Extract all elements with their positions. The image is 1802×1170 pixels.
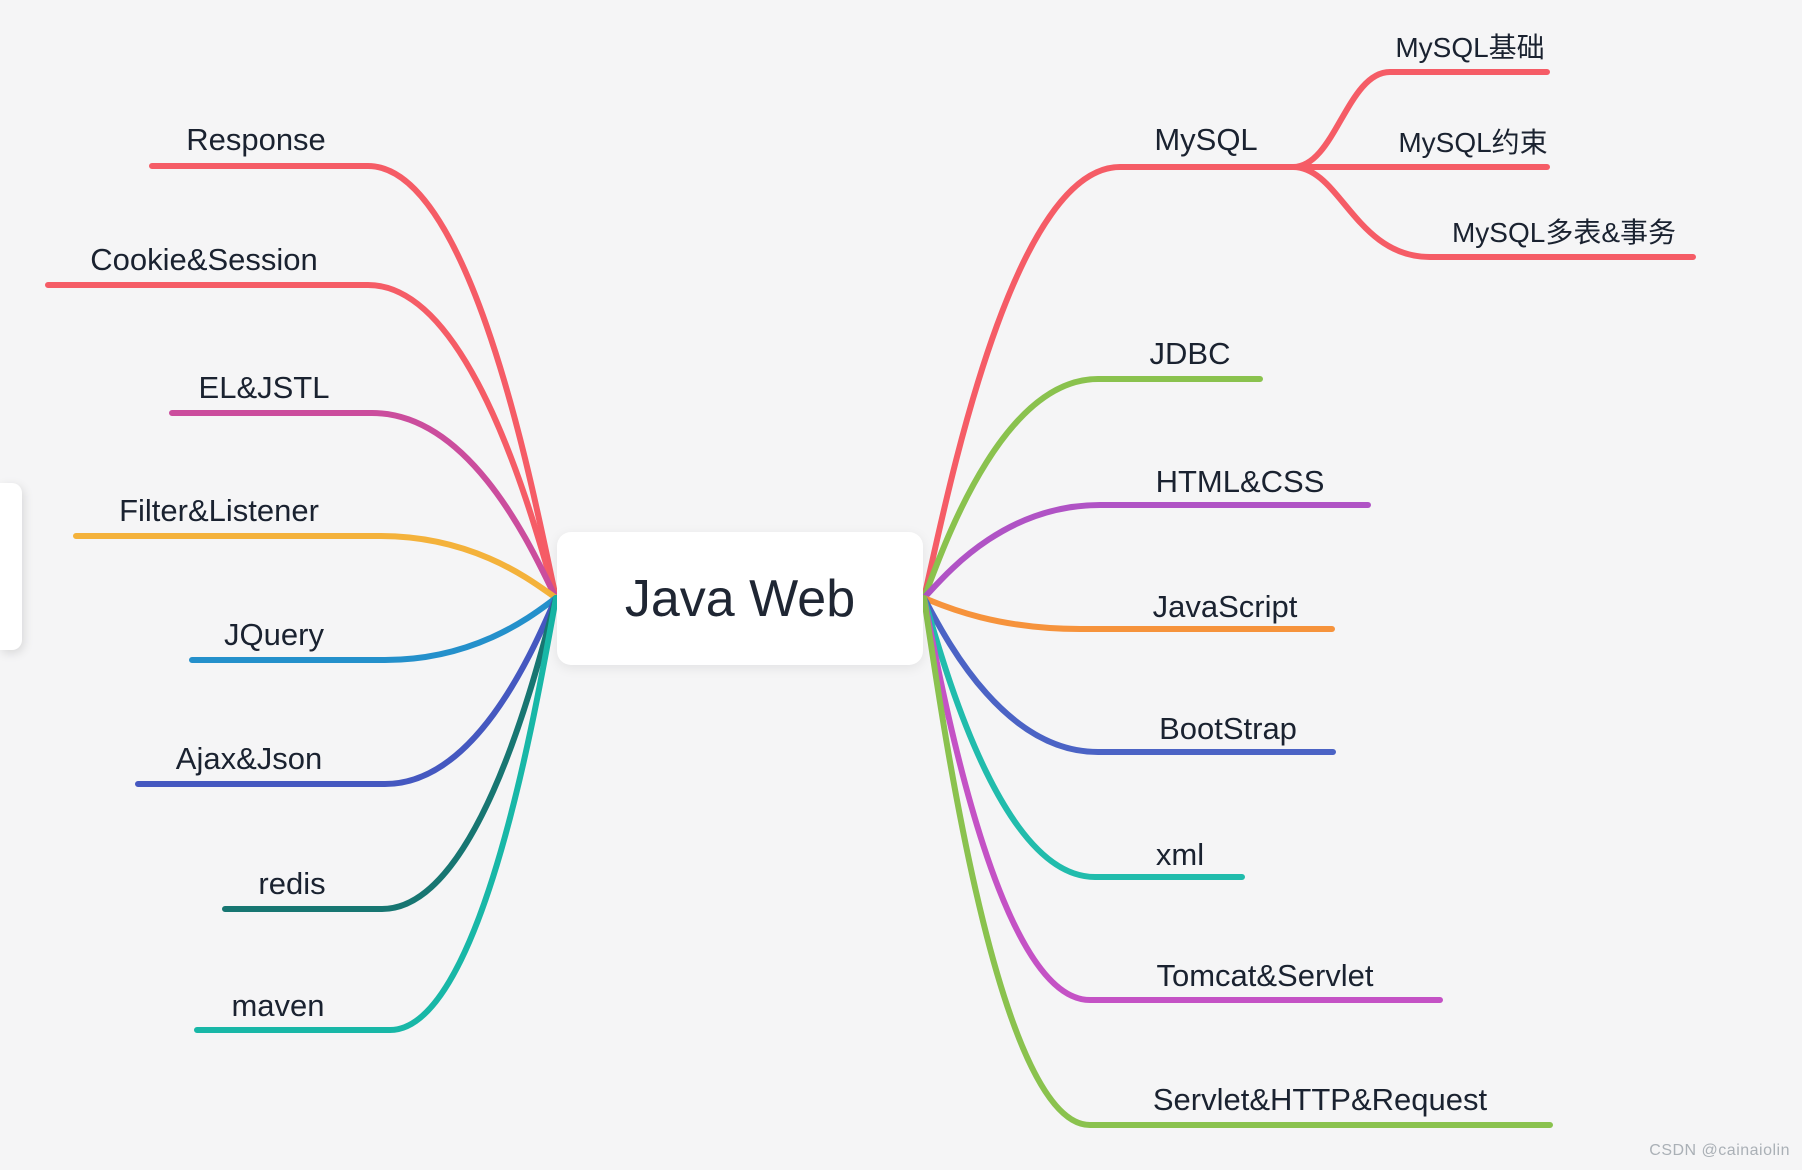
branch-label-servlet-http-request[interactable]: Servlet&HTTP&Request — [1152, 1082, 1488, 1117]
branch-label-ajax-json[interactable]: Ajax&Json — [175, 741, 323, 776]
branch-line-servlet-http-request — [921, 595, 1553, 1128]
branch-label-jquery[interactable]: JQuery — [224, 617, 324, 652]
branch-line-mysql-multitable — [1290, 164, 1696, 260]
branch-line-html-css — [921, 502, 1371, 601]
branch-label-mysql-basic[interactable]: MySQL基础 — [1395, 32, 1545, 63]
central-topic-label: Java Web — [624, 569, 856, 628]
branch-line-filter-listener — [73, 533, 559, 601]
branch-label-cookie-session[interactable]: Cookie&Session — [90, 242, 318, 277]
branch-line-javascript — [921, 595, 1335, 632]
branch-label-mysql[interactable]: MySQL — [1154, 122, 1258, 157]
branch-label-el-jstl[interactable]: EL&JSTL — [198, 370, 330, 405]
branch-line-ajax-json — [135, 595, 559, 787]
branch-label-xml[interactable]: xml — [1155, 837, 1205, 872]
branch-line-response — [149, 163, 559, 601]
central-topic-node[interactable]: Java Web — [557, 532, 923, 665]
branch-line-jquery — [189, 595, 559, 663]
branch-line-xml — [921, 595, 1245, 880]
branch-line-mysql-basic — [1290, 69, 1550, 170]
branch-label-response[interactable]: Response — [186, 122, 326, 157]
branch-label-html-css[interactable]: HTML&CSS — [1155, 464, 1325, 499]
branch-line-el-jstl — [169, 410, 559, 601]
branch-label-javascript[interactable]: JavaScript — [1152, 589, 1298, 624]
branch-label-filter-listener[interactable]: Filter&Listener — [119, 493, 319, 528]
branch-label-redis[interactable]: redis — [258, 866, 326, 901]
branch-line-redis — [222, 595, 559, 912]
watermark-text: CSDN @cainaiolin — [1649, 1142, 1790, 1159]
branch-line-jdbc — [921, 376, 1263, 601]
branch-label-bootstrap[interactable]: BootStrap — [1159, 711, 1297, 746]
branch-label-tomcat-servlet[interactable]: Tomcat&Servlet — [1156, 958, 1374, 993]
side-panel-handle[interactable] — [0, 483, 22, 650]
branch-line-mysql — [921, 164, 1296, 601]
branch-label-mysql-constraint[interactable]: MySQL约束 — [1398, 127, 1548, 158]
branch-line-cookie-session — [45, 282, 559, 601]
branch-line-maven — [194, 595, 559, 1033]
branch-line-bootstrap — [921, 595, 1336, 755]
branch-label-jdbc[interactable]: JDBC — [1149, 336, 1231, 371]
branch-label-mysql-multitable[interactable]: MySQL多表&事务 — [1451, 217, 1677, 248]
branch-label-maven[interactable]: maven — [231, 988, 325, 1023]
